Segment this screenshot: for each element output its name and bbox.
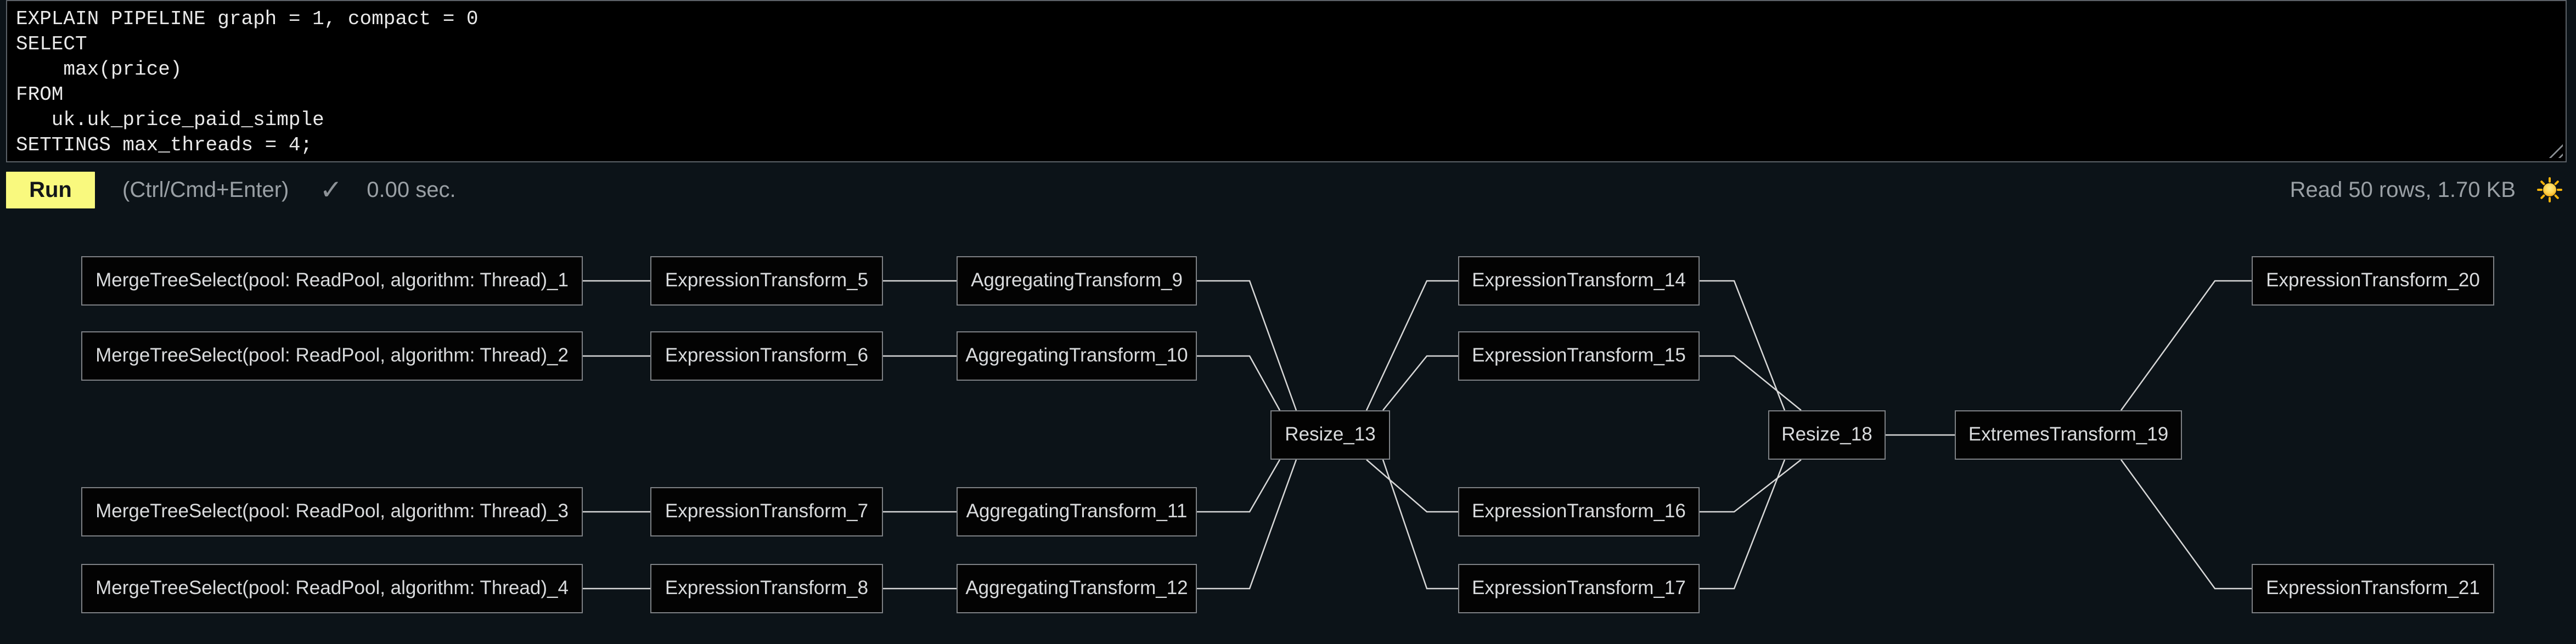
- query-editor[interactable]: EXPLAIN PIPELINE graph = 1, compact = 0 …: [6, 0, 2567, 162]
- pipeline-edge: [1366, 459, 1458, 513]
- pipeline-node-expressiontransform-7: ExpressionTransform_7: [650, 487, 883, 536]
- pipeline-node-aggregatingtransform-12: AggregatingTransform_12: [957, 564, 1197, 613]
- run-button[interactable]: Run: [6, 171, 95, 208]
- toolbar: Run (Ctrl/Cmd+Enter) ✓ 0.00 sec. Read 50…: [0, 162, 2576, 217]
- pipeline-node-expressiontransform-21: ExpressionTransform_21: [2252, 564, 2494, 613]
- pipeline-edge: [1700, 355, 1802, 411]
- toolbar-right-group: Read 50 rows, 1.70 KB: [2290, 177, 2563, 203]
- pipeline-node-expressiontransform-14: ExpressionTransform_14: [1458, 256, 1700, 306]
- pipeline-node-expressiontransform-8: ExpressionTransform_8: [650, 564, 883, 613]
- pipeline-edge: [1197, 280, 1297, 411]
- pipeline-node-resize-18: Resize_18: [1768, 410, 1886, 460]
- pipeline-node-expressiontransform-17: ExpressionTransform_17: [1458, 564, 1700, 613]
- pipeline-edge: [1700, 459, 1786, 590]
- pipeline-node-aggregatingtransform-9: AggregatingTransform_9: [957, 256, 1197, 306]
- pipeline-edge: [1382, 459, 1458, 590]
- pipeline-node-expressiontransform-5: ExpressionTransform_5: [650, 256, 883, 306]
- pipeline-edge: [2120, 459, 2252, 590]
- read-stats: Read 50 rows, 1.70 KB: [2290, 177, 2516, 202]
- pipeline-edge: [1365, 280, 1458, 411]
- pipeline-edge: [1382, 355, 1458, 411]
- pipeline-node-mergetreeselect-2: MergeTreeSelect(pool: ReadPool, algorith…: [81, 331, 583, 381]
- pipeline-node-aggregatingtransform-11: AggregatingTransform_11: [957, 487, 1197, 536]
- pipeline-edge: [1700, 280, 1786, 411]
- pipeline-node-expressiontransform-16: ExpressionTransform_16: [1458, 487, 1700, 536]
- toolbar-left-group: Run (Ctrl/Cmd+Enter) ✓ 0.00 sec.: [6, 171, 456, 208]
- pipeline-edge: [1197, 459, 1297, 590]
- pipeline-node-mergetreeselect-4: MergeTreeSelect(pool: ReadPool, algorith…: [81, 564, 583, 613]
- pipeline-node-mergetreeselect-1: MergeTreeSelect(pool: ReadPool, algorith…: [81, 256, 583, 306]
- pipeline-edge: [2120, 280, 2252, 411]
- pipeline-node-mergetreeselect-3: MergeTreeSelect(pool: ReadPool, algorith…: [81, 487, 583, 536]
- pipeline-edge: [1197, 459, 1281, 513]
- shortcut-hint: (Ctrl/Cmd+Enter): [122, 177, 289, 202]
- pipeline-node-expressiontransform-6: ExpressionTransform_6: [650, 331, 883, 381]
- pipeline-node-aggregatingtransform-10: AggregatingTransform_10: [957, 331, 1197, 381]
- pipeline-node-expressiontransform-20: ExpressionTransform_20: [2252, 256, 2494, 306]
- theme-toggle-sun-icon[interactable]: [2536, 177, 2563, 203]
- pipeline-node-expressiontransform-15: ExpressionTransform_15: [1458, 331, 1700, 381]
- elapsed-time: 0.00 sec.: [367, 177, 456, 202]
- pipeline-edge: [1197, 355, 1281, 411]
- pipeline-node-resize-13: Resize_13: [1270, 410, 1390, 460]
- success-check-icon: ✓: [319, 174, 343, 205]
- pipeline-edge: [1700, 459, 1802, 513]
- pipeline-node-extremestransform-19: ExtremesTransform_19: [1955, 410, 2182, 460]
